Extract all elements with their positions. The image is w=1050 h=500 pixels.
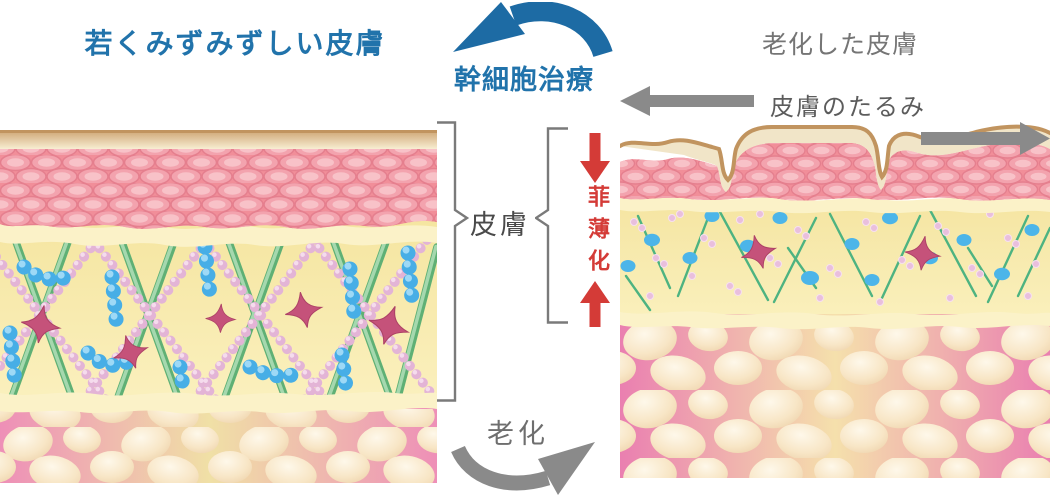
young-skin-bracket [437, 121, 470, 402]
skin-label: 皮膚 [470, 210, 530, 240]
stratum-corneum-layer [0, 130, 437, 149]
sagging-arrow-right-icon [921, 122, 1050, 155]
thinning-down-arrow-icon [580, 133, 610, 183]
elastin-chains [0, 231, 437, 397]
young-skin-illustration [0, 130, 437, 483]
aged-skin-title: 老化した皮膚 [761, 32, 918, 59]
elastin-fragments [630, 210, 1040, 306]
aging-label: 老化 [487, 419, 549, 449]
skin-sagging-label: 皮膚のたるみ [770, 95, 926, 121]
epidermis-layer [620, 142, 1050, 201]
aging-arrow-icon [451, 442, 595, 495]
hyaluronic-dots [620, 210, 1040, 286]
lower-membrane [0, 391, 437, 414]
thinning-up-arrow-icon [580, 281, 610, 327]
basement-membrane [620, 196, 1050, 214]
aged-skin-bracket [535, 127, 568, 324]
young-skin-title: 若くみずみずしい皮膚 [84, 29, 386, 60]
treatment-cycle-arrow-icon [453, 2, 613, 58]
subcutaneous-fat-layer [620, 314, 1050, 478]
aged-skin-illustration [620, 124, 1050, 478]
epidermis-layer [0, 147, 437, 229]
subcutaneous-fat-layer [0, 403, 437, 483]
lower-membrane [620, 311, 1050, 330]
hyaluronic-beads [2, 239, 420, 397]
sagging-arrow-left-icon [620, 86, 754, 116]
dermis-layer [0, 217, 437, 417]
stem-cell-treatment-label: 幹細胞治療 [454, 65, 594, 95]
thinning-label: 菲薄化 [585, 185, 610, 281]
basement-membrane [0, 223, 437, 247]
dermis-layer [620, 203, 1050, 318]
